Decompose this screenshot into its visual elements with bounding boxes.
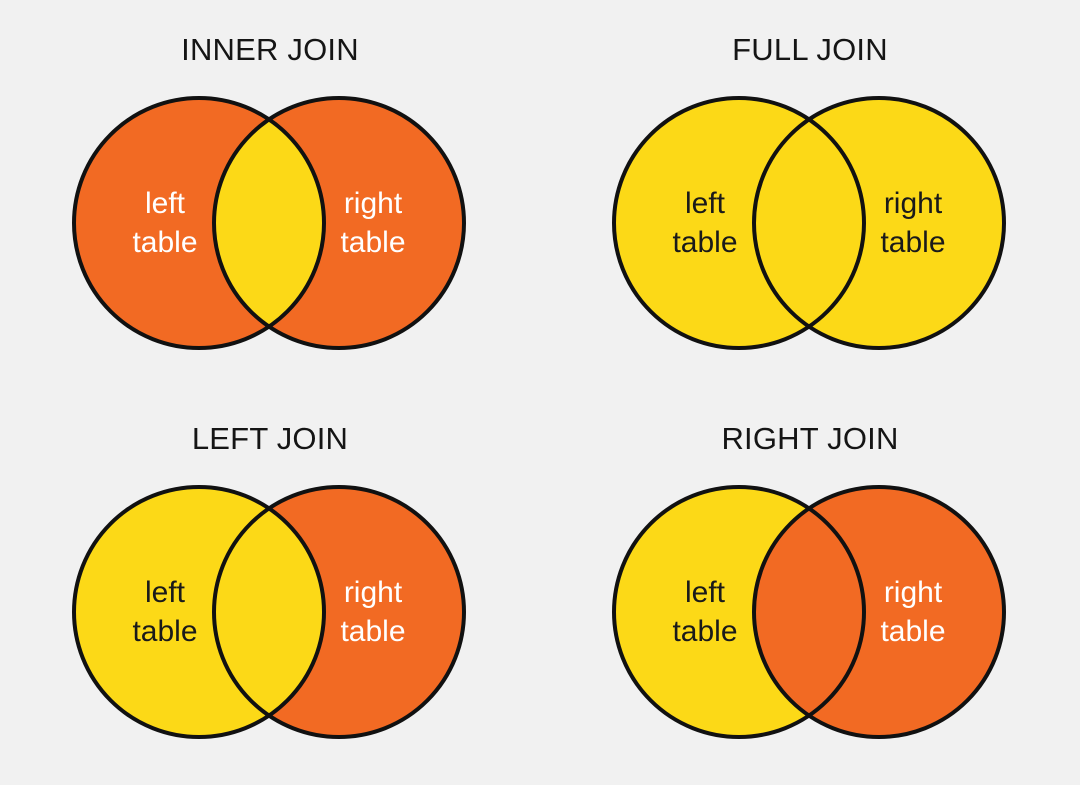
venn-svg-right-join: left table right table	[612, 485, 1006, 739]
right-table-label-line1: right	[344, 187, 403, 220]
right-circle-outline	[212, 485, 466, 739]
venn-title-right-join: RIGHT JOIN	[721, 421, 899, 456]
right-table-label-line1: right	[884, 187, 943, 220]
right-table-label-line1: right	[884, 576, 943, 609]
right-table-label-line1: right	[344, 576, 403, 609]
right-table-label-line2: table	[340, 226, 405, 259]
venn-diagram-full-join: FULL JOIN left table right table	[540, 0, 1080, 392]
left-circle-outline	[72, 485, 326, 739]
overlap-lens-fill	[214, 487, 324, 737]
left-table-label-line1: left	[145, 187, 186, 220]
left-circle-outline	[612, 96, 866, 350]
right-table-label-line2: table	[340, 615, 405, 648]
left-table-label-line2: table	[132, 615, 197, 648]
venn-diagram-left-join: LEFT JOIN left table right table	[0, 389, 540, 781]
left-table-label-line2: table	[132, 226, 197, 259]
right-table-label-line2: table	[880, 226, 945, 259]
venn-title-full-join: FULL JOIN	[732, 32, 888, 67]
venn-svg-inner-join: left table right table	[72, 96, 466, 350]
left-table-label-line1: left	[685, 576, 726, 609]
left-table-label-line2: table	[672, 615, 737, 648]
overlap-lens-fill	[754, 98, 864, 348]
right-circle-outline	[752, 96, 1006, 350]
overlap-lens-fill	[754, 487, 864, 737]
right-circle-outline	[212, 96, 466, 350]
left-table-label-line1: left	[145, 576, 186, 609]
overlap-lens-fill	[214, 98, 324, 348]
right-circle-outline	[752, 485, 1006, 739]
venn-title-inner-join: INNER JOIN	[181, 32, 359, 67]
venn-svg-full-join: left table right table	[612, 96, 1006, 350]
venn-svg-left-join: left table right table	[72, 485, 466, 739]
right-table-label-line2: table	[880, 615, 945, 648]
venn-title-left-join: LEFT JOIN	[191, 421, 349, 456]
left-circle-outline	[72, 96, 326, 350]
venn-diagram-inner-join: INNER JOIN left table right table	[0, 0, 540, 392]
venn-diagram-right-join: RIGHT JOIN left table right table	[540, 389, 1080, 781]
left-circle-outline	[612, 485, 866, 739]
left-table-label-line1: left	[685, 187, 726, 220]
left-table-label-line2: table	[672, 226, 737, 259]
